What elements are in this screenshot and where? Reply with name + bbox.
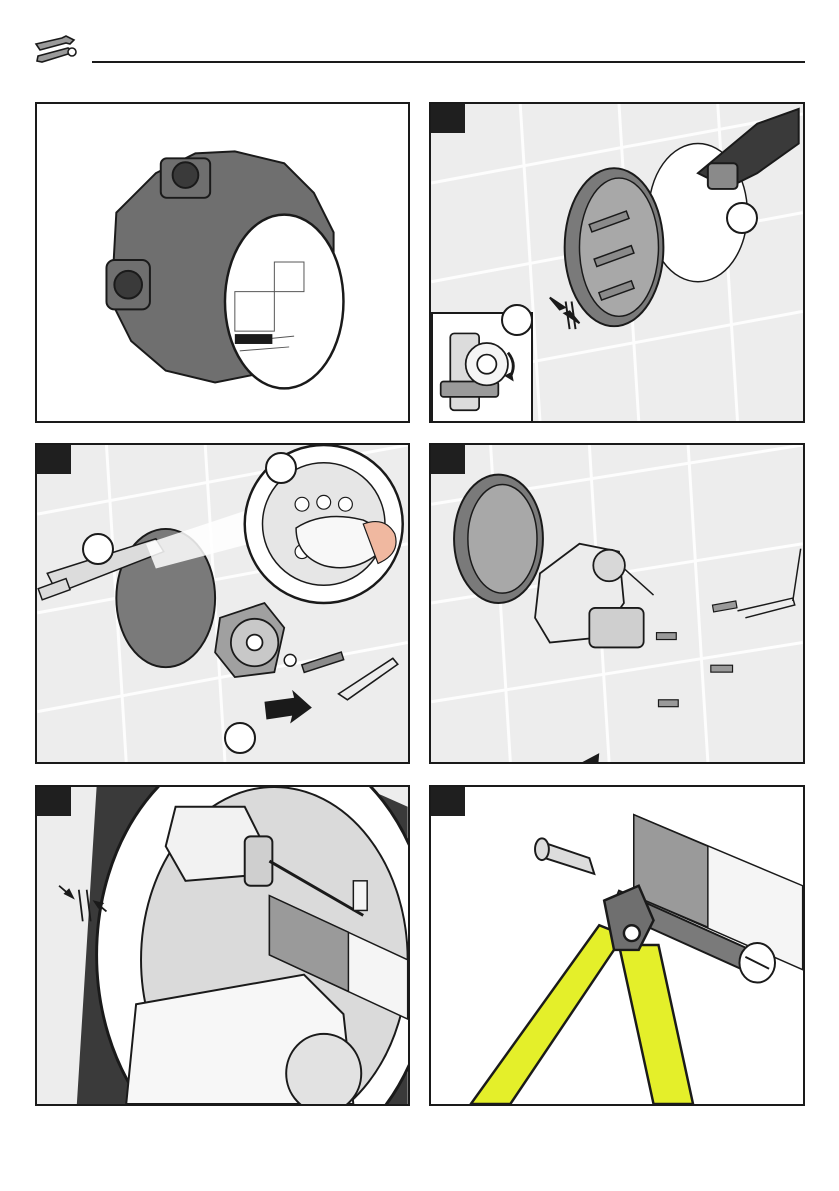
step-badge-3 [37, 445, 71, 474]
header-rule [92, 61, 805, 63]
step-badge-5 [37, 787, 71, 816]
step-badge-6 [431, 787, 465, 816]
panel-measure-extension [35, 785, 410, 1106]
wrench-screwdriver-icon [32, 34, 78, 68]
callout-circle-3c [224, 722, 256, 754]
callout-circle-3a [265, 452, 297, 484]
step-badge-2 [431, 104, 465, 133]
panel-installation-box [35, 102, 410, 423]
panel-cleaning-and-screw [35, 443, 410, 764]
callout-circle-3b [82, 533, 114, 565]
callout-circle-2b [501, 304, 533, 336]
step-badge-4 [431, 445, 465, 474]
panel-cut-extension-rod [429, 785, 805, 1106]
panel-cover-plate-removal [429, 102, 805, 423]
callout-circle-2a [726, 202, 758, 234]
panel-valve-assembly-insertion [429, 443, 805, 764]
